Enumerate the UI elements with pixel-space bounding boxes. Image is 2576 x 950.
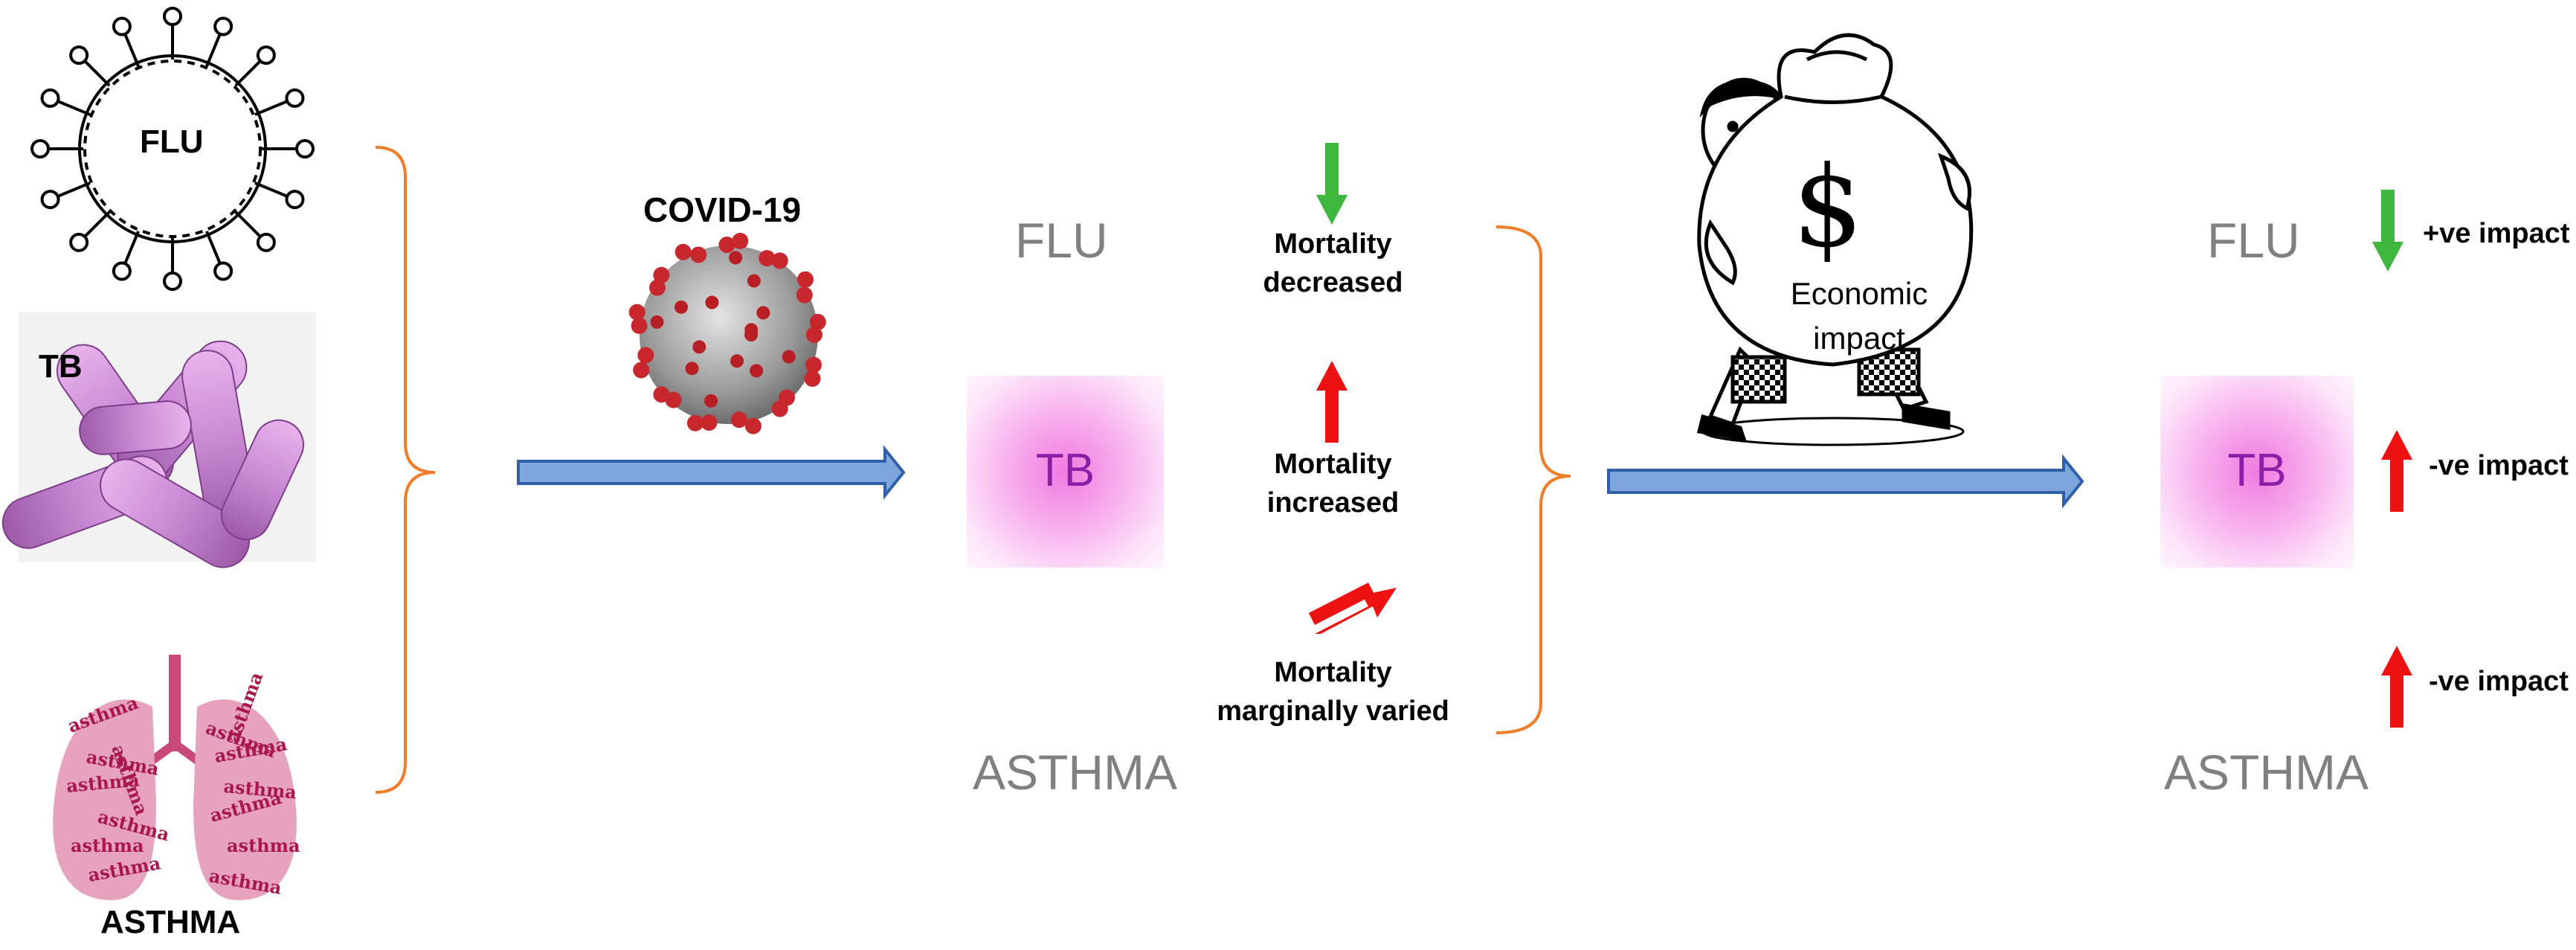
- mid-tb-glow: TB: [967, 376, 1164, 568]
- money-dollar-symbol: $: [1792, 143, 1863, 272]
- covid-label: COVID-19: [643, 190, 802, 229]
- mid-asthma-label: ASTHMA: [973, 745, 1178, 800]
- mortality-marginal-line1: Mortality: [1274, 657, 1392, 688]
- flu-impact-label: +ve impact: [2423, 218, 2570, 249]
- flu-impact-down-arrow-icon: [2372, 190, 2403, 272]
- mortality-decreased-text: Mortality decreased: [1190, 225, 1476, 302]
- flu-virus-icon: [30, 7, 315, 291]
- svg-text:asthma: asthma: [227, 835, 300, 856]
- flow-arrow-1: [517, 445, 906, 500]
- asthma-lungs-icon: asthmaasthmaasthmaasthmaasthmaasthmaasth…: [53, 655, 300, 900]
- right-tb-label: TB: [2227, 445, 2287, 496]
- mortality-decreased-arrow-icon: [1316, 143, 1347, 225]
- economic-impact-text: Economic impact: [1748, 272, 1971, 361]
- tb-impact-up-arrow-icon: [2381, 430, 2412, 512]
- mortality-decreased-line2: decreased: [1263, 267, 1403, 298]
- mortality-increased-arrow-icon: [1316, 361, 1347, 443]
- right-tb-glow: TB: [2160, 376, 2354, 568]
- covid-virus-icon: [628, 232, 826, 434]
- right-brace: [1495, 225, 1571, 734]
- svg-text:asthma: asthma: [71, 835, 144, 856]
- asthma-label: ASTHMA: [100, 904, 241, 940]
- economic-impact-line1: Economic: [1790, 276, 1928, 311]
- economic-impact-line2: impact: [1813, 321, 1905, 356]
- mortality-marginal-text: Mortality marginally varied: [1190, 653, 1476, 731]
- mortality-marginal-line2: marginally varied: [1217, 696, 1449, 727]
- right-asthma-label: ASTHMA: [2164, 745, 2369, 800]
- tb-label: TB: [39, 348, 83, 385]
- asthma-impact-label: -ve impact: [2429, 666, 2569, 697]
- money-bag-man-icon: $: [1696, 33, 1974, 446]
- mid-tb-label: TB: [1035, 445, 1095, 496]
- left-brace: [375, 146, 436, 794]
- asthma-impact-up-arrow-icon: [2381, 646, 2412, 728]
- mortality-increased-line1: Mortality: [1274, 449, 1392, 480]
- flow-arrow-2: [1607, 454, 2084, 509]
- flu-label: FLU: [140, 123, 204, 160]
- mortality-increased-text: Mortality increased: [1190, 445, 1476, 522]
- right-flu-label: FLU: [2207, 213, 2300, 268]
- tb-bacteria-icon: [1, 312, 316, 568]
- mortality-marginal-arrow-icon: [1308, 582, 1397, 634]
- tb-impact-label: -ve impact: [2429, 450, 2569, 481]
- mid-flu-label: FLU: [1015, 213, 1108, 268]
- mortality-decreased-line1: Mortality: [1274, 228, 1392, 260]
- mortality-increased-line2: increased: [1266, 487, 1400, 519]
